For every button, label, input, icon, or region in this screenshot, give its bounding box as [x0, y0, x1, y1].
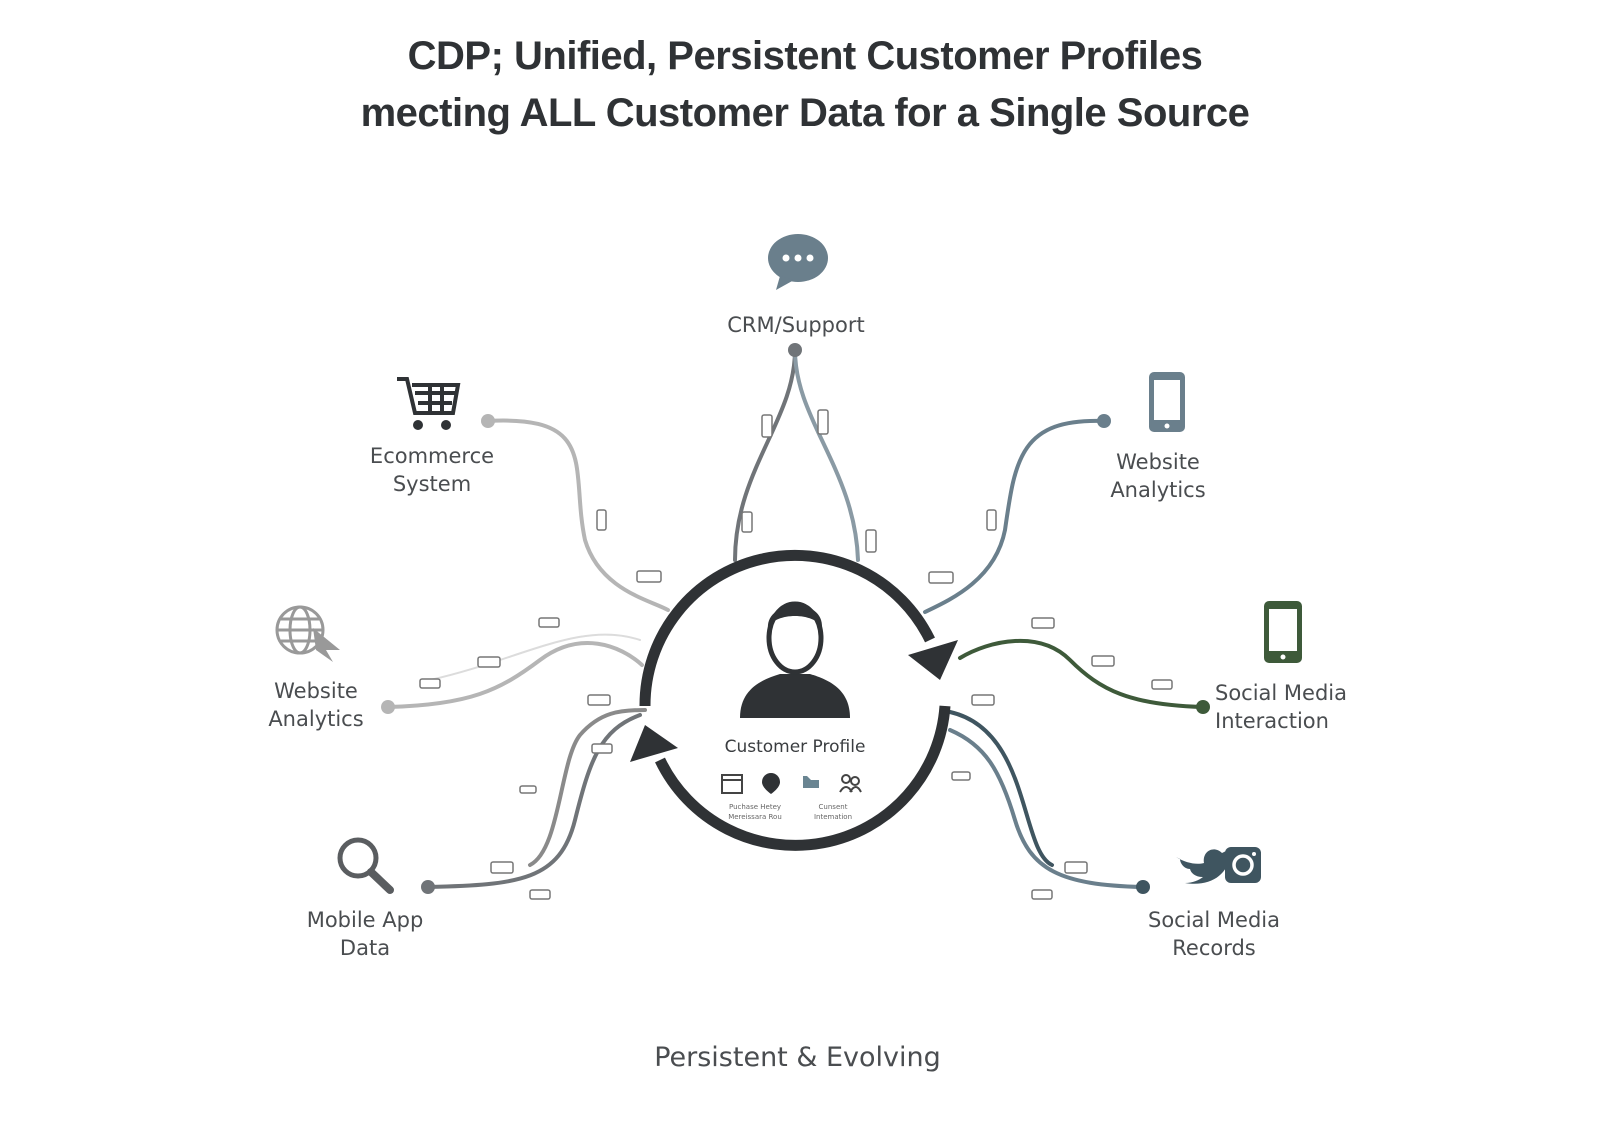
title-line-1: CDP; Unified, Persistent Customer Profil… — [407, 34, 1203, 78]
connector-web-left-2 — [429, 633, 641, 681]
title-line-2: mecting ALL Customer Data for a Single S… — [360, 91, 1250, 135]
cycle-arrow-right-icon — [908, 640, 958, 680]
connector-social-records-1 — [948, 728, 1145, 889]
connector-social-interaction — [958, 639, 1205, 709]
caption-right-1: Cunsent — [818, 803, 848, 811]
connector-social-records-2 — [948, 710, 1054, 867]
connector-web-left — [386, 641, 644, 709]
connector-ecommerce — [486, 418, 670, 612]
caption-right-2: Intemation — [813, 813, 853, 821]
website-analytics-right-line2: Analytics — [1110, 478, 1206, 502]
connector-crm-left — [733, 348, 797, 562]
refresh-icon — [803, 776, 819, 788]
footer-caption: Persistent & Evolving — [654, 1042, 941, 1073]
shopping-cart-icon — [397, 377, 461, 430]
social-interaction-line2: Interaction — [1215, 709, 1329, 733]
website-analytics-right-line1: Website — [1116, 450, 1200, 474]
customer-profile-label: Customer Profile — [724, 737, 866, 757]
calendar-icon — [721, 774, 743, 794]
connector-endpoints — [381, 343, 1210, 894]
instagram-icon — [1225, 847, 1261, 883]
location-icon — [762, 773, 780, 794]
connector-mobile-2 — [528, 708, 647, 867]
ecommerce-label-line2: System — [392, 472, 472, 496]
ecommerce-label-line1: Ecommerce — [369, 444, 495, 468]
chat-bubble-icon — [768, 234, 828, 290]
social-records-line1: Social Media — [1147, 908, 1280, 932]
mobile-app-line2: Data — [339, 936, 391, 960]
customer-avatar-icon — [740, 601, 850, 718]
cycle-arrow-left-icon — [630, 725, 678, 762]
data-packet-icons — [419, 409, 1173, 900]
people-icon — [839, 774, 862, 793]
smartphone-icon-website — [1149, 372, 1185, 432]
globe-cursor-icon — [275, 605, 340, 662]
social-interaction-line1: Social Media — [1215, 681, 1348, 705]
smartphone-icon-social — [1264, 601, 1302, 663]
cycle-ring — [639, 549, 951, 851]
mobile-app-line1: Mobile App — [306, 908, 424, 932]
crm-support-label: CRM/Support — [727, 313, 865, 337]
caption-left-1: Puchase Hetey — [728, 803, 782, 811]
caption-left-2: Mereissara Rou — [728, 813, 782, 821]
social-records-line2: Records — [1172, 936, 1256, 960]
website-analytics-left-line2: Analytics — [268, 707, 364, 731]
magnifier-icon — [337, 837, 394, 894]
website-analytics-left-line1: Website — [274, 679, 358, 703]
connector-web-right — [923, 418, 1106, 614]
connector-mobile-1 — [426, 713, 642, 889]
connector-crm-right — [793, 348, 860, 562]
twitter-icon — [1176, 849, 1230, 884]
